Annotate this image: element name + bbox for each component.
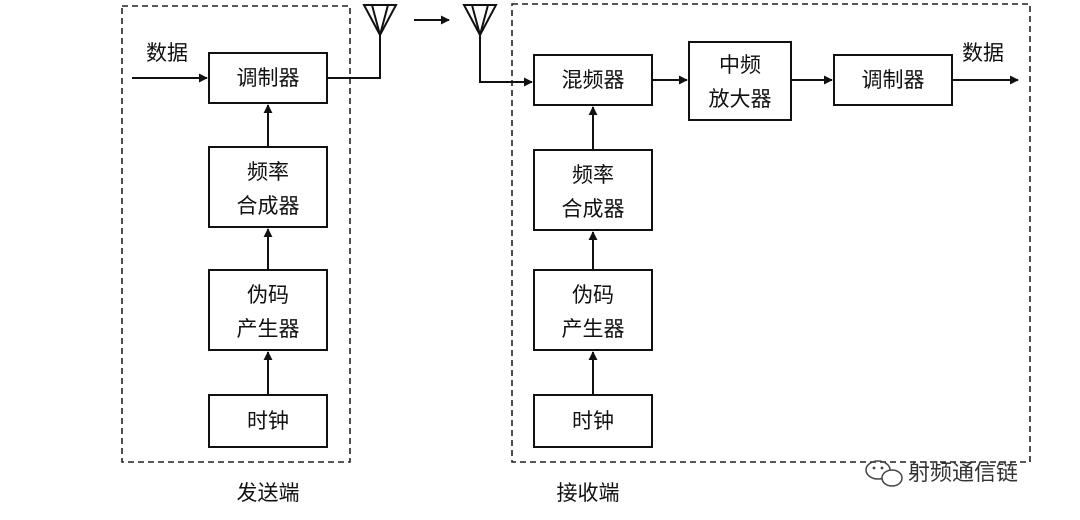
rx-pn-label-2: 产生器 [562,317,625,341]
rx-pn-label-1: 伪码 [572,283,614,307]
tx-clock-box [208,394,328,448]
rx-if-amp-box [688,41,792,121]
tx-synth-label-1: 频率 [247,160,289,184]
tx-pn-label-1: 伪码 [247,283,289,307]
receiver-group-outline [511,3,1031,463]
rx-antenna-wire [479,35,533,87]
watermark-text: 射频通信链 [908,461,1018,486]
tx-pn-box [208,269,328,351]
receiver-label: 接收端 [557,481,620,505]
tx-modulator-label: 调制器 [237,66,300,90]
rx-synth-label-2: 合成器 [562,197,625,221]
tx-clock-label: 时钟 [247,409,289,433]
rx-clock-label: 时钟 [572,409,614,433]
rx-antenna-icon [462,4,498,38]
rx-if-amp-label-1: 中频 [719,53,761,77]
rx-mixer-label: 混频器 [562,68,625,92]
rx-clock-box [533,394,653,448]
wechat-icon [865,460,903,487]
rx-synth-box [533,149,653,231]
transmitter-label: 发送端 [237,481,300,505]
tx-output-wire [327,35,381,79]
rx-output-label: 数据 [962,41,1004,65]
rx-synth-label-1: 频率 [572,163,614,187]
tx-synth-box [208,146,328,228]
tx-synth-label-2: 合成器 [237,194,300,218]
tx-pn-label-2: 产生器 [237,317,300,341]
rx-if-amp-label-2: 放大器 [709,87,772,111]
tx-antenna-icon [362,4,398,38]
rx-demod-box [833,54,953,106]
tx-input-label: 数据 [146,41,188,65]
transmitter-group-outline [121,5,351,463]
rx-demod-label: 调制器 [862,68,925,92]
rx-mixer-box [533,54,653,106]
rx-pn-box [533,269,653,351]
